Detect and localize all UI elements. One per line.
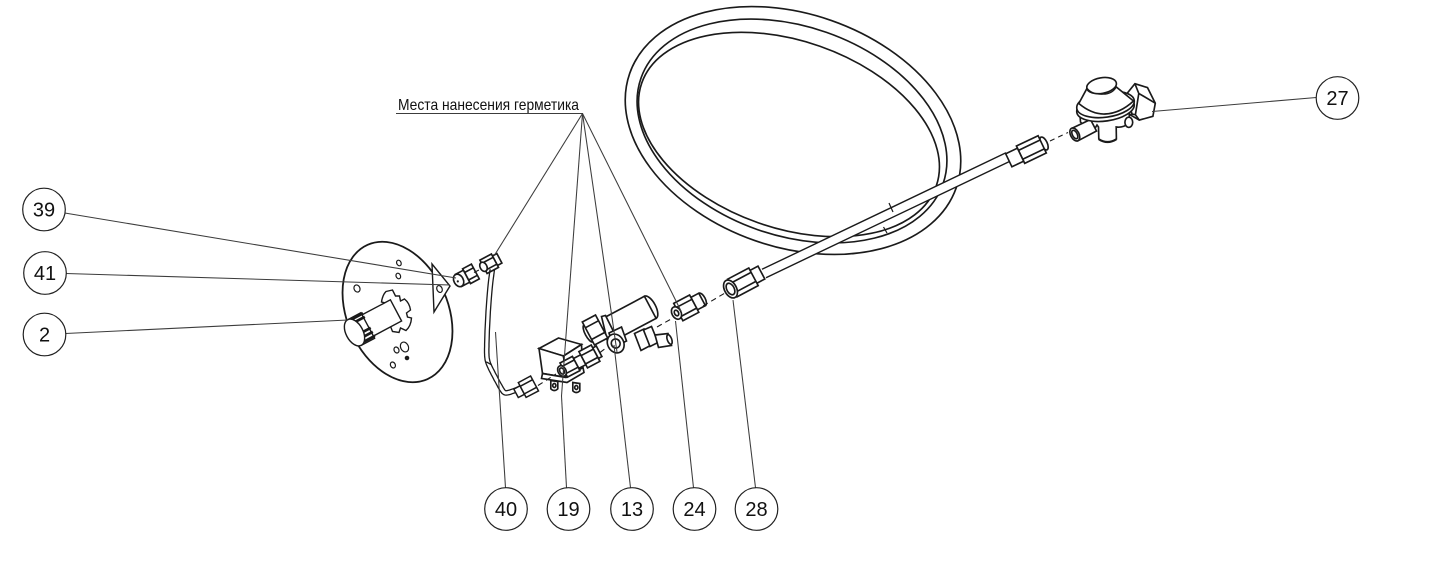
svg-text:19: 19 <box>557 499 579 521</box>
svg-text:39: 39 <box>33 200 55 222</box>
svg-text:41: 41 <box>34 263 56 285</box>
svg-text:40: 40 <box>495 499 517 521</box>
svg-text:28: 28 <box>745 499 767 521</box>
svg-text:24: 24 <box>683 499 705 521</box>
svg-text:27: 27 <box>1326 88 1348 110</box>
svg-text:13: 13 <box>621 499 643 521</box>
svg-text:2: 2 <box>39 325 50 347</box>
svg-text:Места нанесения герметика: Места нанесения герметика <box>398 97 579 114</box>
